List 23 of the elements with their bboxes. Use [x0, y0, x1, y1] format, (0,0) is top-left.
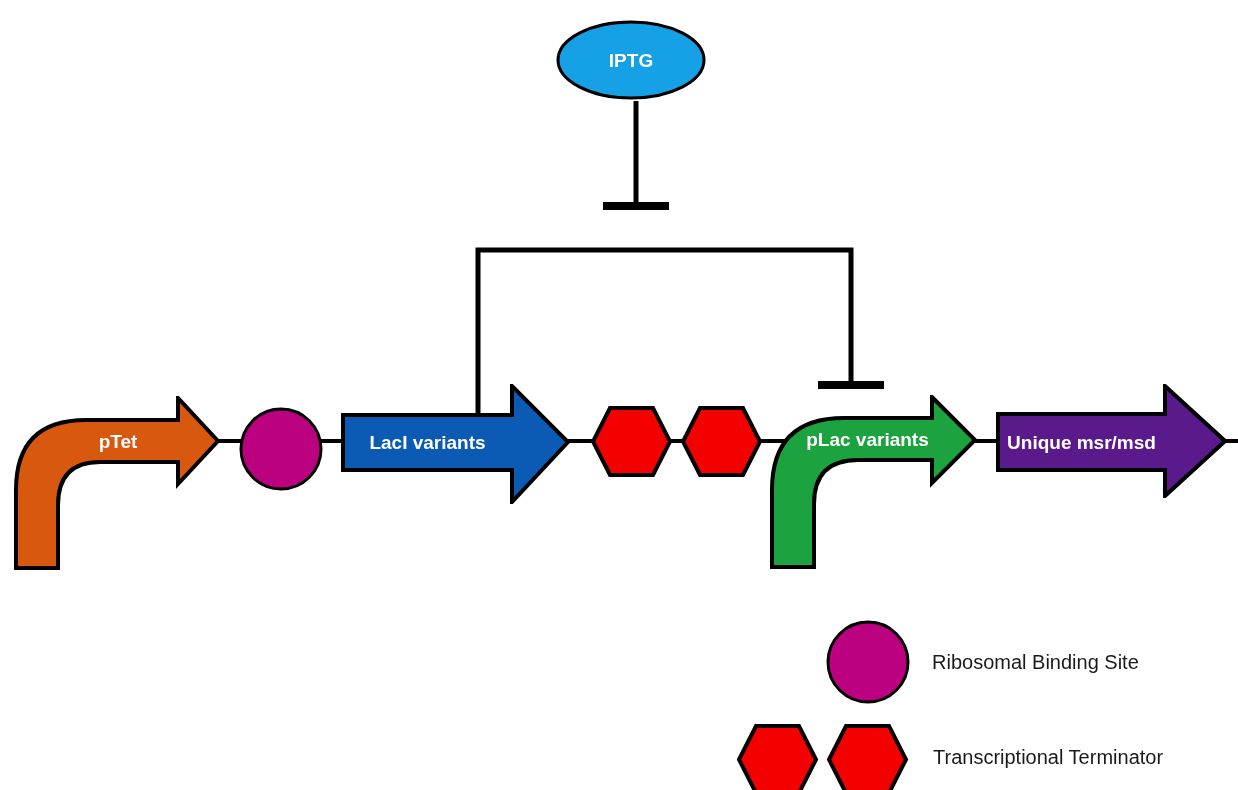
part-label: Unique msr/msd: [1007, 432, 1156, 452]
terminator-hexagon: [591, 406, 672, 477]
part-label: pTet: [98, 431, 138, 451]
backbone-line: [321, 439, 343, 443]
part-label: IPTG: [608, 50, 654, 70]
coding-sequence-glyph: [341, 384, 570, 504]
promoter-glyph: [770, 395, 977, 569]
ribosome-binding-site-circle: [239, 407, 323, 491]
backbone-line: [218, 439, 241, 443]
part-label: pLac variants: [806, 429, 929, 449]
legend-text: Transcriptional Terminator: [933, 745, 1164, 770]
repression-line: [475, 247, 884, 415]
terminator-hexagon: [681, 406, 762, 477]
backbone-line: [1225, 439, 1238, 443]
backbone-line: [975, 439, 998, 443]
coding-sequence-glyph: [996, 384, 1227, 498]
part-label: LacI variants: [369, 433, 486, 452]
inducer-ellipse: [556, 20, 706, 100]
backbone-line: [760, 439, 786, 443]
promoter-glyph: [14, 396, 220, 570]
legend-text: Ribosomal Binding Site: [932, 650, 1139, 675]
backbone-line: [568, 439, 593, 443]
repression-line: [603, 101, 669, 210]
